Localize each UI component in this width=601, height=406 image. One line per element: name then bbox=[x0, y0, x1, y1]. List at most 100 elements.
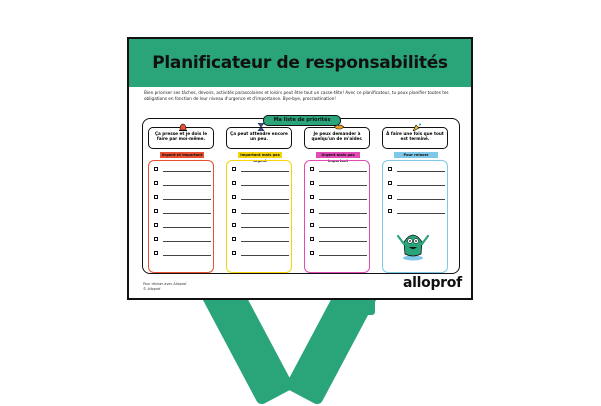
checklist-item[interactable] bbox=[388, 209, 446, 215]
write-line[interactable] bbox=[241, 227, 289, 228]
checklist-item[interactable] bbox=[154, 223, 212, 229]
handshake-icon bbox=[334, 124, 344, 130]
checkbox[interactable] bbox=[310, 237, 314, 241]
checklist-item[interactable] bbox=[154, 181, 212, 187]
checklist-item[interactable] bbox=[154, 251, 212, 257]
write-line[interactable] bbox=[397, 199, 445, 200]
checklist-item[interactable] bbox=[232, 181, 290, 187]
write-line[interactable] bbox=[319, 241, 367, 242]
checklist-item[interactable] bbox=[154, 195, 212, 201]
checkbox[interactable] bbox=[154, 167, 158, 171]
write-line[interactable] bbox=[163, 185, 211, 186]
column-bubble: Ça presse et je dois le faire par moi-mê… bbox=[148, 123, 214, 149]
checklist-item[interactable] bbox=[232, 223, 290, 229]
write-line[interactable] bbox=[397, 213, 445, 214]
checklist-item[interactable] bbox=[154, 167, 212, 173]
checkbox[interactable] bbox=[232, 237, 236, 241]
write-line[interactable] bbox=[319, 227, 367, 228]
alloprof-logo: alloprof bbox=[403, 275, 462, 291]
column-bubble: Je peux demander à quelqu'un de m'aider. bbox=[304, 124, 370, 149]
checkbox[interactable] bbox=[310, 223, 314, 227]
checkbox[interactable] bbox=[388, 181, 392, 185]
checklist-item[interactable] bbox=[154, 237, 212, 243]
checklist-item[interactable] bbox=[232, 209, 290, 215]
checklist-item[interactable] bbox=[310, 167, 368, 173]
checklist-item[interactable] bbox=[388, 181, 446, 187]
checkbox[interactable] bbox=[388, 167, 392, 171]
checkbox[interactable] bbox=[310, 167, 314, 171]
checkbox[interactable] bbox=[310, 195, 314, 199]
checkbox[interactable] bbox=[154, 195, 158, 199]
checklist-item[interactable] bbox=[232, 251, 290, 257]
checkbox[interactable] bbox=[154, 251, 158, 255]
checklist-item[interactable] bbox=[310, 223, 368, 229]
title-banner: Planificateur de responsabilités bbox=[129, 39, 471, 87]
write-line[interactable] bbox=[241, 171, 289, 172]
alarm-icon bbox=[179, 123, 187, 131]
checkbox[interactable] bbox=[232, 223, 236, 227]
write-line[interactable] bbox=[163, 171, 211, 172]
checklist-item[interactable] bbox=[310, 181, 368, 187]
checkbox[interactable] bbox=[154, 223, 158, 227]
column-badge: Important mais pas urgent bbox=[238, 152, 282, 163]
priority-list-title: Ma liste de priorités bbox=[263, 115, 341, 126]
checkbox[interactable] bbox=[232, 167, 236, 171]
checkbox[interactable] bbox=[310, 251, 314, 255]
checkbox[interactable] bbox=[388, 195, 392, 199]
write-line[interactable] bbox=[241, 213, 289, 214]
checkbox[interactable] bbox=[232, 181, 236, 185]
column-badge: Pour relaxer bbox=[394, 152, 438, 158]
checklist-card bbox=[304, 160, 370, 273]
write-line[interactable] bbox=[241, 199, 289, 200]
sign-post-right bbox=[365, 289, 375, 315]
write-line[interactable] bbox=[319, 171, 367, 172]
write-line[interactable] bbox=[241, 241, 289, 242]
checklist-card bbox=[148, 160, 214, 273]
hourglass-icon bbox=[257, 123, 265, 131]
page-title: Planificateur de responsabilités bbox=[152, 53, 448, 73]
checkbox[interactable] bbox=[232, 209, 236, 213]
checkbox[interactable] bbox=[310, 209, 314, 213]
write-line[interactable] bbox=[163, 227, 211, 228]
mascot-illustration bbox=[396, 234, 430, 261]
checklist-item[interactable] bbox=[232, 195, 290, 201]
column-bubble: À faire une fois que tout est terminé. bbox=[382, 123, 448, 149]
write-line[interactable] bbox=[319, 213, 367, 214]
checklist-item[interactable] bbox=[154, 209, 212, 215]
write-line[interactable] bbox=[319, 199, 367, 200]
checklist-item[interactable] bbox=[388, 167, 446, 173]
priority-column-urgent: Je peux demander à quelqu'un de m'aider.… bbox=[302, 124, 373, 273]
checkbox[interactable] bbox=[232, 251, 236, 255]
write-line[interactable] bbox=[319, 185, 367, 186]
write-line[interactable] bbox=[397, 185, 445, 186]
checkbox[interactable] bbox=[154, 209, 158, 213]
write-line[interactable] bbox=[241, 185, 289, 186]
write-line[interactable] bbox=[163, 213, 211, 214]
intro-text: Bien prioriser ses tâches, devoirs, acti… bbox=[144, 90, 449, 101]
write-line[interactable] bbox=[163, 241, 211, 242]
checklist-card bbox=[382, 160, 448, 273]
checkbox[interactable] bbox=[154, 237, 158, 241]
priority-column-urgent-important: Ça presse et je dois le faire par moi-mê… bbox=[146, 123, 217, 273]
party-popper-icon bbox=[412, 123, 421, 131]
checklist-item[interactable] bbox=[310, 209, 368, 215]
checklist-item[interactable] bbox=[232, 167, 290, 173]
sign-post-left bbox=[232, 289, 242, 315]
checkbox[interactable] bbox=[232, 195, 236, 199]
write-line[interactable] bbox=[163, 255, 211, 256]
write-line[interactable] bbox=[319, 255, 367, 256]
planner-sheet: Planificateur de responsabilités Bien pr… bbox=[127, 37, 473, 300]
checklist-item[interactable] bbox=[388, 195, 446, 201]
priority-column-important: Ça peut attendre encore un peu. Importan… bbox=[224, 123, 295, 273]
checklist-item[interactable] bbox=[310, 251, 368, 257]
write-line[interactable] bbox=[241, 255, 289, 256]
checklist-item[interactable] bbox=[310, 195, 368, 201]
checkbox[interactable] bbox=[388, 209, 392, 213]
write-line[interactable] bbox=[397, 171, 445, 172]
checkbox[interactable] bbox=[154, 181, 158, 185]
checkbox[interactable] bbox=[310, 181, 314, 185]
checklist-item[interactable] bbox=[232, 237, 290, 243]
checklist-item[interactable] bbox=[310, 237, 368, 243]
footnote: Pour réviser avec Alloprof © Alloprof bbox=[143, 282, 187, 291]
write-line[interactable] bbox=[163, 199, 211, 200]
